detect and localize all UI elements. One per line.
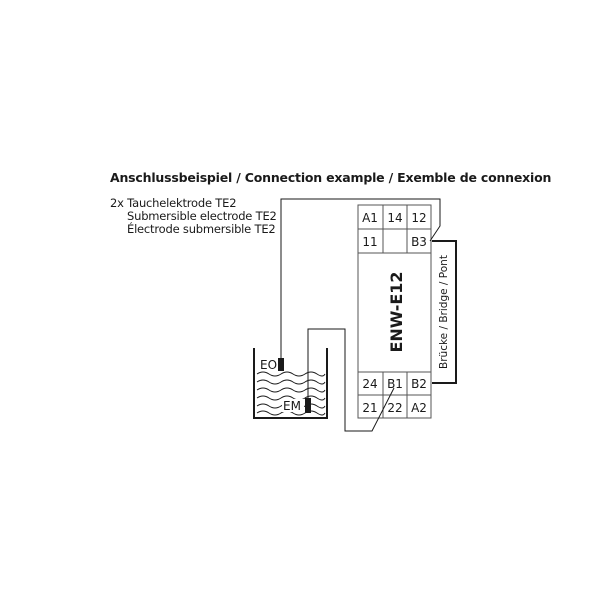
electrode-eo-icon <box>278 358 284 371</box>
relay-device <box>357 204 432 419</box>
water-tank: EO EM <box>253 348 328 419</box>
eo-wire <box>280 198 441 358</box>
terminal-b3: B3 <box>411 235 427 249</box>
terminal-a2: A2 <box>411 401 427 415</box>
terminal-24: 24 <box>362 377 377 391</box>
electrode-label-de: 2x Tauchelektrode TE2 <box>110 196 237 210</box>
terminal-11: 11 <box>362 235 377 249</box>
terminal-12: 12 <box>411 211 426 225</box>
terminal-b2: B2 <box>411 377 427 391</box>
water-waves-icon <box>256 371 326 416</box>
electrode-em-icon <box>305 398 311 413</box>
terminal-a1: A1 <box>362 211 378 225</box>
bridge-wire <box>432 240 457 384</box>
terminal-14: 14 <box>387 211 402 225</box>
diagram-title: Anschlussbeispiel / Connection example /… <box>110 170 552 185</box>
electrode-eo-label: EO <box>260 358 277 372</box>
bridge-label: Brücke / Bridge / Pont <box>438 255 450 369</box>
device-name: ENW-E12 <box>387 271 406 352</box>
electrode-label-en: Submersible electrode TE2 <box>127 209 277 223</box>
electrode-description: 2x Tauchelektrode TE2 Submersible electr… <box>110 197 277 236</box>
bottom-terminals: 24 B1 B2 21 22 A2 <box>362 377 427 415</box>
electrode-em-label: EM <box>283 399 301 413</box>
terminal-21: 21 <box>362 401 377 415</box>
terminal-22: 22 <box>387 401 402 415</box>
terminal-b1: B1 <box>387 377 403 391</box>
top-terminals: A1 14 12 11 B3 <box>362 211 427 249</box>
em-wire <box>307 328 395 432</box>
electrode-label-fr: Électrode submersible TE2 <box>127 222 276 236</box>
